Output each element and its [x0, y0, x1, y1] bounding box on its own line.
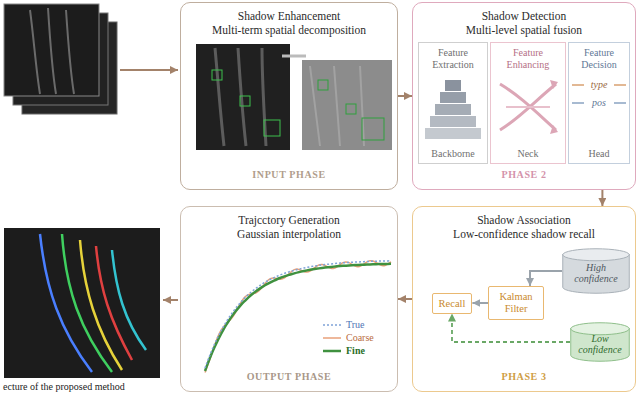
output-image — [4, 228, 160, 378]
phase-box: Trajcctory GenerationGaussian interpolat… — [180, 206, 398, 392]
legend-row: Fine — [322, 344, 374, 357]
fusion-arrow-head — [550, 80, 558, 134]
coarse-curve — [205, 261, 391, 373]
flow-connector — [398, 95, 412, 97]
legend: TrueCoarseFine — [322, 318, 374, 357]
output-rule — [572, 84, 584, 86]
legend-line — [323, 324, 341, 326]
trajectory — [112, 250, 146, 350]
phase-subtitle: Multi-term spatial decomposition — [212, 23, 366, 37]
low-confidence-store: Low confidence — [570, 322, 630, 362]
backbone-panel: Feature ExtractionBackborne — [418, 42, 488, 164]
trajectory — [62, 234, 112, 372]
store-label: Low confidence — [572, 333, 628, 355]
shadow-marker — [318, 80, 328, 90]
legend-label: Coarse — [346, 331, 374, 344]
neck-panel: Feature EnhancingNeck — [490, 42, 566, 164]
flow-connector — [601, 190, 603, 206]
legend-sample — [322, 347, 342, 355]
true-curve — [205, 261, 391, 368]
output-field: pos — [592, 97, 606, 109]
panel-name: Neck — [517, 148, 538, 160]
panel-name: Backborne — [431, 148, 474, 160]
fusion-arrow — [506, 106, 550, 108]
flow-connector — [530, 271, 562, 286]
panel-heading: Feature Decision — [571, 47, 627, 71]
trajectory — [80, 240, 122, 370]
cylinder-top — [571, 323, 630, 335]
phase-subtitle: Multi-level spatial fusion — [466, 23, 582, 37]
panel-heading: Feature Enhancing — [493, 47, 563, 71]
backbone-layer — [425, 128, 481, 139]
phase-subtitle: Gaussian interpolation — [237, 227, 341, 241]
legend-label: Fine — [346, 344, 365, 357]
shadow-marker — [362, 118, 384, 140]
backbone-layer — [445, 80, 461, 91]
output-rule — [614, 102, 626, 104]
legend-row: True — [322, 318, 374, 331]
box-label: Kalman Filter — [494, 291, 538, 315]
input-frame — [4, 4, 99, 96]
phase-title: Shadow Association — [477, 213, 571, 227]
image-texture — [215, 48, 266, 146]
legend-label: True — [346, 318, 365, 331]
phase-subtitle: Low-confidence shadow recall — [453, 227, 595, 241]
enhanced-image — [302, 60, 392, 150]
phase-box: Shadow DetectionMulti-level spatial fusi… — [412, 2, 636, 190]
legend-line — [323, 337, 341, 339]
phase-label: PHASE 3 — [501, 371, 546, 383]
legend-sample — [322, 321, 342, 329]
phase-label: PHASE 2 — [501, 169, 546, 181]
high-confidence-store: High confidence — [562, 248, 630, 294]
phase-title: Shadow Detection — [482, 9, 567, 23]
figure-caption: ecture of the proposed method — [3, 381, 125, 393]
phase-label: INPUT PHASE — [252, 169, 325, 181]
raw-image — [196, 44, 290, 150]
flow-connector — [398, 298, 412, 300]
legend-line — [323, 349, 341, 352]
zoom-arrow — [282, 55, 306, 58]
output-rule — [614, 84, 626, 86]
fusion-arrow — [500, 84, 556, 130]
phase-box: Shadow EnhancementMulti-term spatial dec… — [180, 2, 398, 190]
backbone-layer — [440, 92, 466, 103]
cylinder-top — [563, 249, 630, 261]
phase-box: Shadow AssociationLow-confidence shadow … — [412, 206, 636, 392]
kalman-filter-box: Kalman Filter — [488, 286, 544, 320]
shadow-marker — [240, 96, 250, 106]
image-texture — [310, 66, 364, 146]
backbone-layer — [430, 116, 476, 127]
output-field: type — [591, 79, 608, 91]
backbone-layer — [435, 104, 471, 115]
recall-box: Recall — [432, 293, 473, 314]
shadow-marker — [212, 70, 222, 80]
panel-name: Head — [588, 148, 609, 160]
panel-heading: Feature Extraction — [421, 47, 485, 71]
trajectory — [40, 234, 92, 372]
box-label: Recall — [439, 297, 466, 310]
flow-arrow — [163, 299, 178, 301]
head-panel: Feature Decision type posHead — [568, 42, 630, 164]
output-rule — [572, 102, 584, 104]
flow-arrow — [120, 69, 178, 71]
legend-row: Coarse — [322, 331, 374, 344]
shadow-marker — [346, 104, 356, 114]
shadow-marker — [264, 120, 280, 136]
fine-curve — [205, 264, 391, 371]
fusion-arrow — [500, 84, 556, 130]
legend-sample — [322, 334, 342, 342]
frame-texture — [30, 8, 74, 94]
phase-label: OUTPUT PHASE — [247, 371, 332, 383]
store-label: High confidence — [564, 262, 628, 284]
phase-title: Shadow Enhancement — [238, 9, 341, 23]
phase-title: Trajcctory Generation — [238, 213, 339, 227]
flow-connector — [472, 302, 488, 304]
